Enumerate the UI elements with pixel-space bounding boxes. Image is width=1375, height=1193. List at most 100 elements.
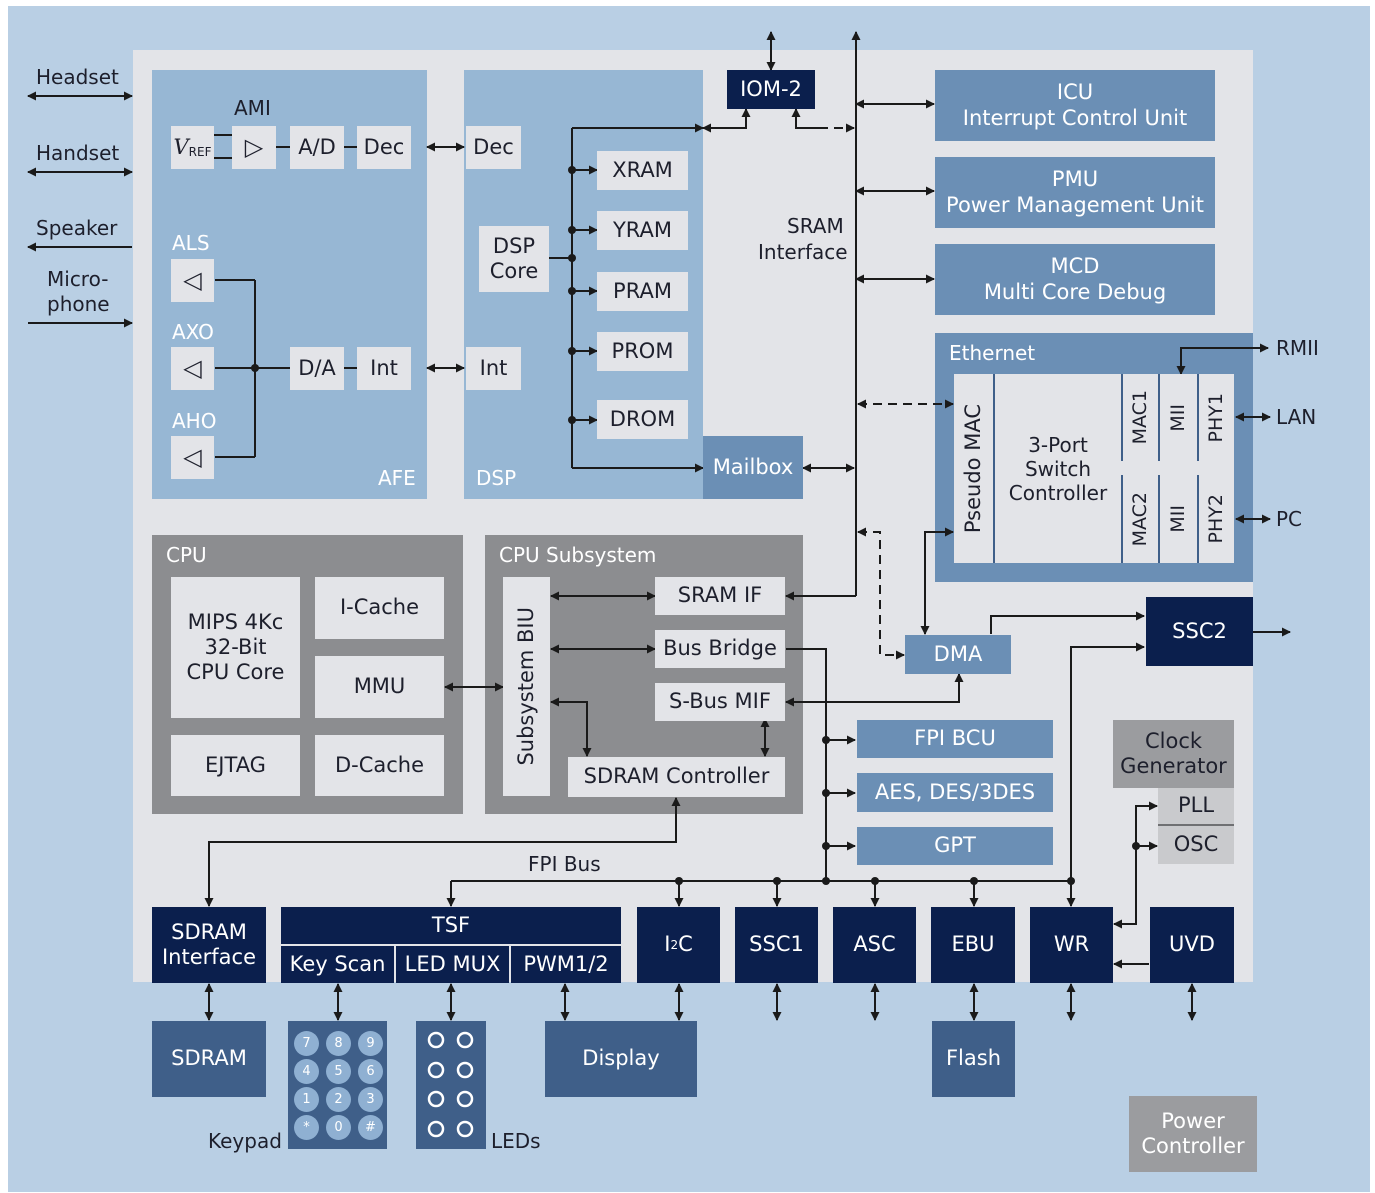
keypad-key: 3 [358,1087,383,1112]
lan-label: LAN [1276,405,1317,429]
switch-line3: Controller [1008,480,1108,505]
aho-amplifier-icon: ◁ [171,436,214,479]
pmu-block: PMU Power Management Unit [935,157,1215,228]
dma: DMA [905,635,1011,674]
switch-line1: 3-Port [1028,432,1088,457]
keypad-key: 4 [294,1059,319,1084]
mii1-label: MII [1167,403,1190,432]
axo-label: AXO [172,320,214,344]
speaker-label: Speaker [36,216,118,240]
dsp-decimator: Dec [466,126,521,169]
osc: OSC [1158,826,1234,864]
display: Display [545,1021,697,1097]
rmii-label: RMII [1276,336,1319,360]
subsystem-biu-label: Subsystem BIU [513,607,538,766]
headset-label: Headset [36,65,119,89]
flash: Flash [932,1021,1015,1097]
keypad-key: 8 [326,1031,351,1056]
keypad-label: Keypad [208,1129,282,1153]
microphone-label-line2: phone [47,292,110,316]
leds [416,1021,486,1149]
ebu: EBU [931,907,1015,983]
keypad-key: # [358,1115,383,1140]
clock-line2: Generator [1120,754,1227,778]
sdram-interface-line1: SDRAM [171,919,247,944]
vref-symbol: V [173,134,189,159]
keypad-key: * [294,1115,319,1140]
keypad-key: 2 [326,1087,351,1112]
sdram-controller: SDRAM Controller [568,757,785,797]
sdram-chip: SDRAM [152,1021,266,1097]
mac2-label: MAC2 [1129,491,1152,547]
dsp-label: DSP [476,466,517,490]
pram: PRAM [597,272,688,311]
cpu-core-line1: MIPS 4Kc [187,609,284,634]
clock-line1: Clock [1144,728,1203,753]
i2c-c: C [678,932,693,957]
sdram-interface: SDRAM Interface [152,907,266,983]
ami-amplifier-icon: ▷ [232,126,276,169]
keypad-key: 0 [326,1115,351,1140]
mii2-label: MII [1167,505,1190,533]
afe-decimator: Dec [357,126,411,169]
pc-label: PC [1276,507,1303,531]
cpu-subsystem-label: CPU Subsystem [499,543,657,567]
power-controller: Power Controller [1129,1096,1257,1172]
subsystem-biu: Subsystem BIU [503,577,550,796]
cpu-label: CPU [166,543,207,567]
xram: XRAM [597,151,688,190]
power-controller-line2: Controller [1141,1134,1245,1158]
icu-subtitle: Interrupt Control Unit [962,105,1188,130]
keypad-key: 5 [326,1059,351,1084]
power-controller-line1: Power [1161,1108,1225,1133]
mac2: MAC2 [1121,475,1158,563]
ejtag: EJTAG [171,735,300,796]
dcache: D-Cache [315,735,444,796]
mii1: MII [1158,374,1197,461]
leds-label: LEDs [491,1129,541,1153]
pwm: PWM1/2 [511,946,621,983]
mmu: MMU [315,656,444,718]
mcd-subtitle: Multi Core Debug [983,279,1167,304]
fpi-bcu: FPI BCU [857,720,1053,758]
keypad-key: 6 [358,1059,383,1084]
da-converter: D/A [290,347,344,390]
prom: PROM [597,332,688,371]
icu-block: ICU Interrupt Control Unit [935,70,1215,141]
pseudo-mac-label: Pseudo MAC [960,403,985,534]
sram-if: SRAM IF [655,577,785,615]
afe-label: AFE [378,466,416,490]
sram-interface-label-line1: SRAM [787,214,844,238]
pmu-title: PMU [1051,167,1099,192]
ssc2: SSC2 [1146,597,1253,666]
microphone-label-line1: Micro- [47,267,109,291]
junction-dots [251,166,1140,885]
dsp-interpolator: Int [466,347,521,390]
mcd-block: MCD Multi Core Debug [935,244,1215,315]
ssc1: SSC1 [735,907,818,983]
ethernet-label: Ethernet [949,341,1036,365]
icu-title: ICU [1056,80,1094,105]
pmu-subtitle: Power Management Unit [946,192,1204,217]
dsp-core-line2: Core [489,259,539,283]
bus-bridge: Bus Bridge [655,630,785,668]
cpu-core-line2: 32-Bit [204,634,267,659]
sram-interface-label-line2: Interface [758,240,848,264]
mcd-title: MCD [1050,254,1100,279]
uvd: UVD [1150,907,1234,983]
switch-controller: 3-Port Switch Controller [995,374,1121,563]
led-mux: LED MUX [396,946,509,983]
handset-label: Handset [36,141,120,165]
mips-cpu-core: MIPS 4Kc 32-Bit CPU Core [171,577,300,718]
aes-des: AES, DES/3DES [857,773,1053,812]
sdram-interface-line2: Interface [161,945,257,969]
dsp-core-line1: DSP [492,233,536,258]
icache: I-Cache [315,577,444,639]
mailbox: Mailbox [703,436,803,499]
gpt: GPT [857,827,1053,865]
iom2-interface: IOM-2 [727,70,815,109]
